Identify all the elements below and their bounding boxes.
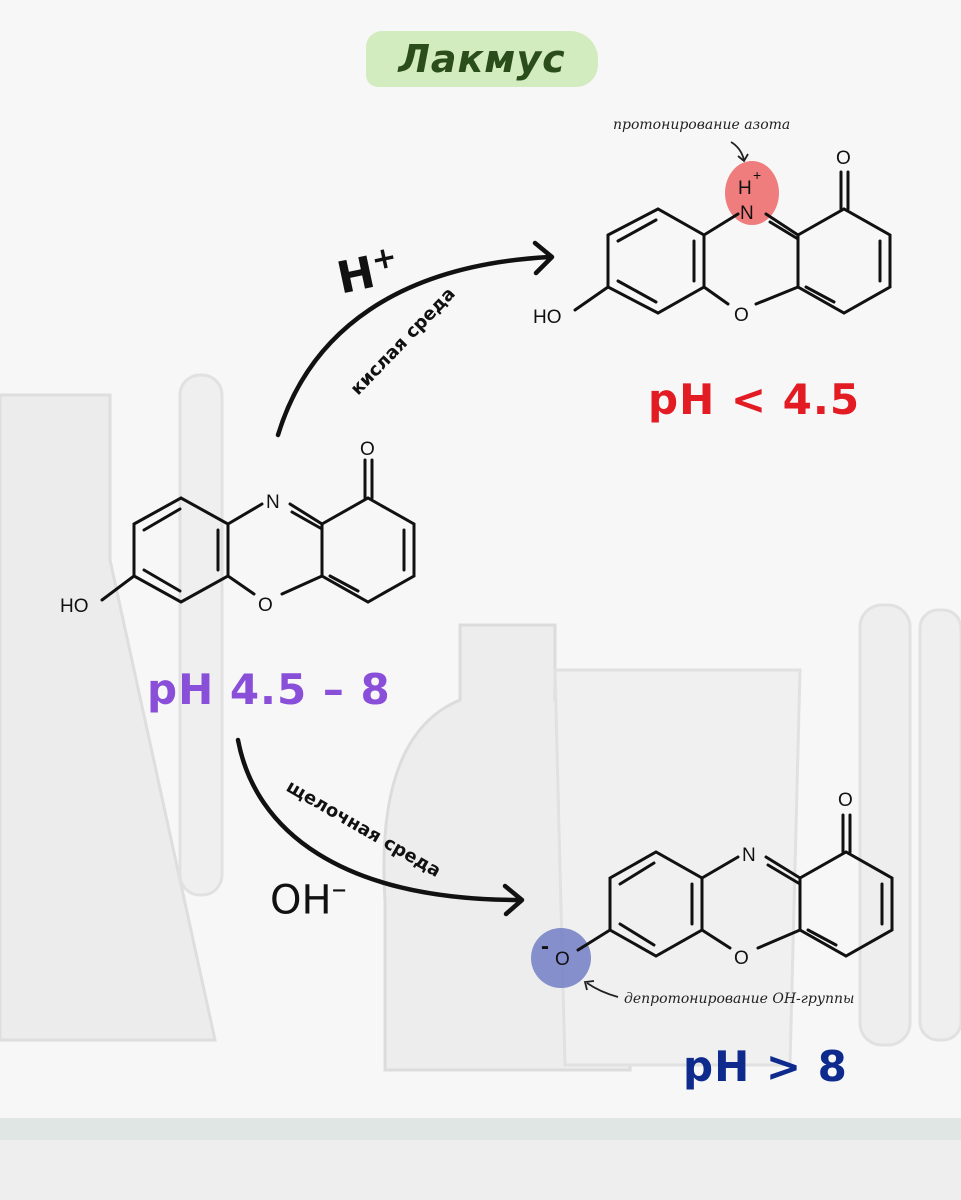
molecule-basic bbox=[576, 813, 894, 958]
atom-n-charge: + bbox=[753, 167, 761, 183]
atom-h: H bbox=[738, 178, 752, 199]
page-title: Лакмус bbox=[398, 37, 566, 81]
protonation-highlight bbox=[725, 161, 779, 225]
atom-o-ring: O bbox=[258, 595, 273, 616]
molecule-acidic bbox=[573, 170, 892, 315]
arrow-base bbox=[235, 737, 525, 917]
arrow-acid bbox=[275, 240, 555, 438]
note-oh-deprotonation: депротонирование OH-группы bbox=[624, 991, 855, 1007]
atom-o-keto: O bbox=[360, 439, 375, 460]
molecule-neutral bbox=[100, 458, 416, 604]
note-arrow-bottom bbox=[586, 982, 619, 998]
reagent-oh: OH bbox=[270, 877, 332, 924]
atom-n: N bbox=[740, 203, 754, 224]
atom-o-keto: O bbox=[838, 790, 853, 811]
ph-basic: pH > 8 bbox=[683, 1042, 848, 1091]
ph-acidic: pH < 4.5 bbox=[648, 375, 861, 424]
atom-o-ring: O bbox=[734, 305, 749, 326]
note-arrow-top bbox=[730, 141, 745, 161]
atom-minus: - bbox=[541, 933, 549, 960]
reagent-oh-charge: – bbox=[331, 872, 347, 907]
atom-ho: HO bbox=[60, 596, 89, 617]
note-nitrogen-protonation: протонирование азота bbox=[613, 117, 791, 133]
atom-ho: HO bbox=[533, 307, 562, 328]
atom-n: N bbox=[266, 492, 280, 513]
reagent-oh-minus: OH– bbox=[270, 872, 347, 923]
ph-neutral: pH 4.5 – 8 bbox=[147, 665, 391, 714]
atom-o-minus: O bbox=[555, 949, 570, 970]
note-arrow-bottom-head bbox=[583, 980, 595, 991]
atom-o-keto: O bbox=[836, 148, 851, 169]
title-highlight bbox=[366, 31, 598, 87]
atom-n: N bbox=[742, 845, 756, 866]
note-arrow-top-head bbox=[737, 153, 749, 163]
atom-o-ring: O bbox=[734, 948, 749, 969]
deprotonation-highlight bbox=[531, 928, 591, 988]
